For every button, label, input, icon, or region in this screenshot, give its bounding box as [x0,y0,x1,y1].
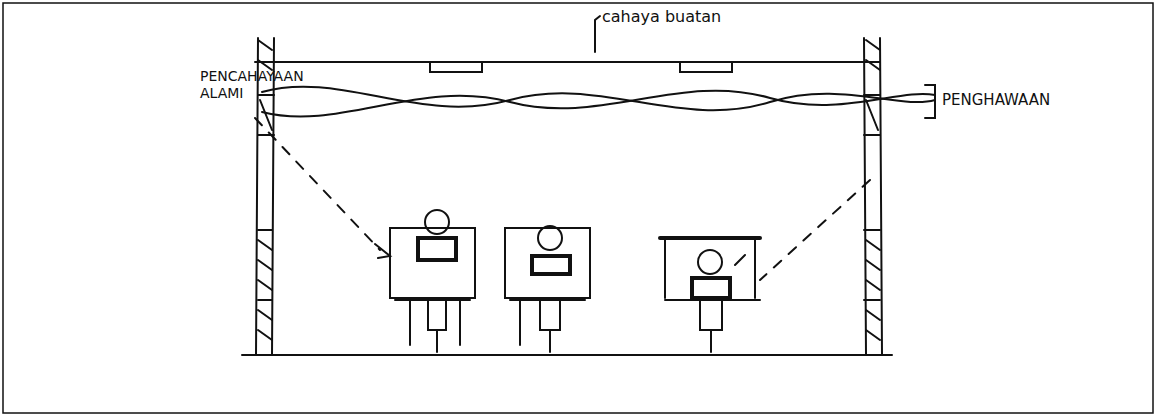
daylight-ray [255,118,380,250]
workstation [505,226,590,352]
workstation [390,210,475,352]
annotation-label: PENCAHAYAAN ALAMI [200,68,310,102]
bracket [925,85,935,118]
arrow-head [375,244,390,258]
annotation-label: cahaya buatan [602,8,762,25]
left-wall [256,38,274,355]
leader-line [595,16,600,52]
air-flow [262,87,935,110]
right-wall [258,38,882,355]
annotation-label: PENGHAWAAN [942,92,1092,109]
workstation [660,238,760,352]
ceiling-line [255,61,880,63]
air-flow [262,91,935,117]
floor-line [242,354,892,356]
frame [3,3,1153,413]
lamp-fixture [680,62,732,72]
daylight-ray [760,180,870,280]
lamp-fixture [430,62,482,72]
